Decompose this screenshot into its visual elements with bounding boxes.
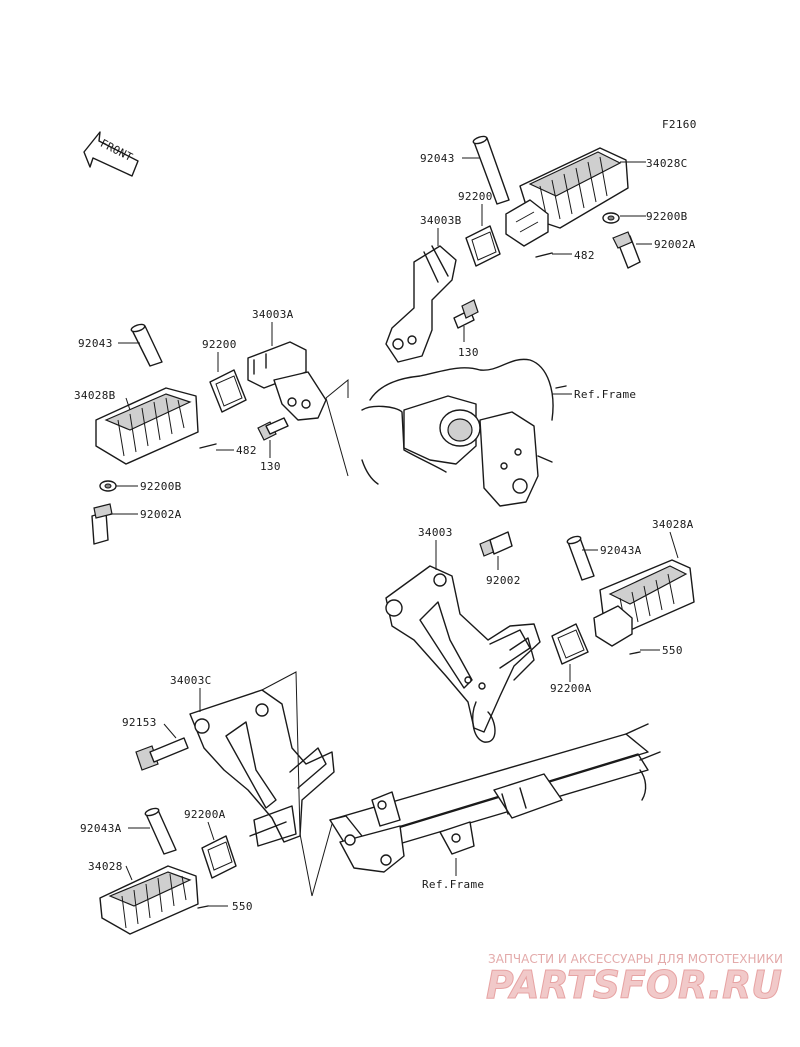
footpeg-34028: [99, 865, 199, 935]
label-550-left: 550: [232, 900, 253, 913]
bracket-34003C: [189, 689, 335, 847]
pin-92043-top: [472, 135, 510, 205]
bolt-130-left: [257, 417, 289, 441]
label-92043A-right: 92043A: [600, 544, 642, 557]
lower-frame: [311, 723, 661, 897]
pin-92043A-left: [144, 807, 177, 855]
leader-lines: [110, 157, 679, 907]
label-92043-top: 92043: [420, 152, 455, 165]
label-92200B-top: 92200B: [646, 210, 688, 223]
spring-92200-left: [209, 369, 247, 413]
label-92200B-left: 92200B: [140, 480, 182, 493]
label-ref-frame-upper: Ref.Frame: [574, 388, 636, 401]
spring-92200-top: [465, 225, 501, 267]
label-482-top: 482: [574, 249, 595, 262]
cotter-pin-482-left: [199, 443, 217, 449]
label-34028: 34028: [88, 860, 123, 873]
label-34028A: 34028A: [652, 518, 694, 531]
center-frame: [361, 358, 567, 507]
footpeg-34028A: [593, 559, 695, 647]
bolt-92002A-left: [91, 503, 113, 545]
pin-92043A-right: [566, 535, 595, 581]
label-482-left: 482: [236, 444, 257, 457]
footpeg-34028C: [505, 147, 629, 247]
bolt-92002A-top: [612, 231, 641, 269]
label-92200A-left: 92200A: [184, 808, 226, 821]
label-92002A-left: 92002A: [140, 508, 182, 521]
spring-92200A-left: [201, 835, 237, 879]
bracket-34003A: [247, 341, 327, 421]
label-34003C: 34003C: [170, 674, 212, 687]
label-130-top: 130: [458, 346, 479, 359]
cotter-pin-550-left: [197, 905, 209, 909]
label-34028B: 34028B: [74, 389, 116, 402]
cotter-pin-550-right: [629, 651, 641, 655]
pin-92043-left: [130, 323, 163, 367]
watermark-brand: PARTSFOR.RU: [486, 963, 782, 1007]
bolt-92153: [135, 737, 189, 771]
label-92043A-left: 92043A: [80, 822, 122, 835]
label-92200-left: 92200: [202, 338, 237, 351]
front-arrow: FRONT: [83, 131, 139, 177]
label-92002A-top: 92002A: [654, 238, 696, 251]
rear-right-footpeg-group: [385, 135, 641, 363]
front-right-footpeg-group: [385, 531, 695, 743]
spring-92200A-right: [551, 623, 589, 665]
label-92153: 92153: [122, 716, 157, 729]
diagram-code: F2160: [662, 118, 697, 131]
footpeg-34028B: [95, 387, 199, 465]
bracket-34003B: [385, 245, 457, 363]
part-labels: F2160 92043 34028C 92200 34003B 92200B 9…: [74, 118, 697, 913]
label-34028C: 34028C: [646, 157, 688, 170]
label-34003A: 34003A: [252, 308, 294, 321]
bolt-92002: [479, 531, 513, 557]
front-left-footpeg-group: [99, 671, 335, 935]
rear-left-footpeg-group: [91, 323, 349, 545]
label-550-right: 550: [662, 644, 683, 657]
label-92043-left: 92043: [78, 337, 113, 350]
label-ref-frame-lower: Ref.Frame: [422, 878, 484, 891]
watermark: ЗАПЧАСТИ И АКСЕССУАРЫ ДЛЯ МОТОТЕХНИКИ PA…: [486, 952, 784, 1008]
label-34003: 34003: [418, 526, 453, 539]
bracket-34003: [385, 565, 541, 743]
watermark-caption: ЗАПЧАСТИ И АКСЕССУАРЫ ДЛЯ МОТОТЕХНИКИ: [488, 952, 783, 966]
cotter-pin-482-top: [535, 252, 553, 258]
label-92200A-right: 92200A: [550, 682, 592, 695]
label-92002: 92002: [486, 574, 521, 587]
label-34003B: 34003B: [420, 214, 462, 227]
label-130-left: 130: [260, 460, 281, 473]
bolt-130-top: [453, 299, 479, 329]
label-92200-top: 92200: [458, 190, 493, 203]
